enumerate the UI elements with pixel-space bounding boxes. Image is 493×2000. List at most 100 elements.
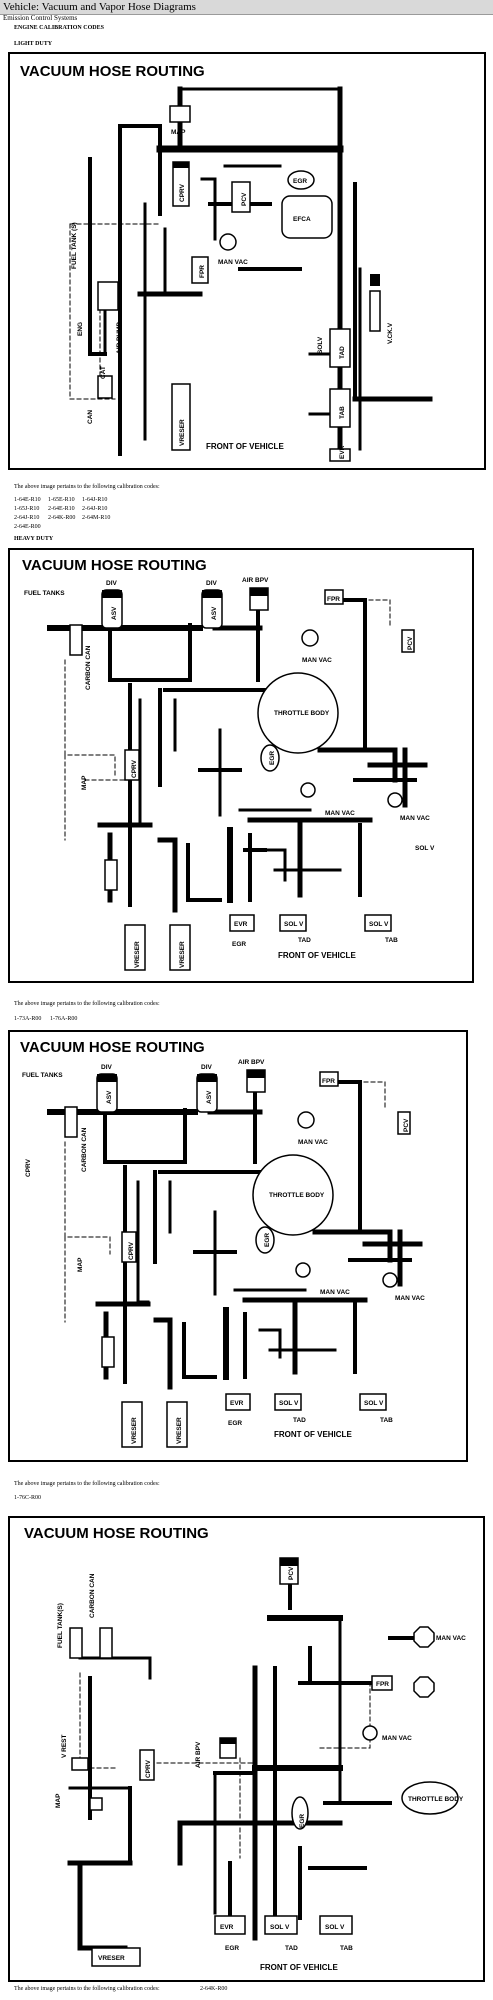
label-solv: SOL V: [325, 1924, 345, 1931]
section-engine-calibration-codes: ENGINE CALIBRATION CODES: [14, 25, 104, 31]
label-efca: EFCA: [293, 216, 311, 223]
label-tad: TAD: [339, 346, 346, 359]
label-cprv: CPRV: [131, 759, 138, 778]
calibration-code: 2-64K-R00: [48, 515, 76, 521]
label-cprv: CPRV: [145, 1759, 152, 1778]
label-man-vac: MAN VAC: [302, 657, 332, 664]
diagram-heavy-duty-c: VACUUM HOSE ROUTING: [8, 1516, 485, 1982]
vacuum-diagram-3: VACUUM HOSE ROUTING: [20, 1039, 425, 1448]
label-tab: TAB: [339, 406, 346, 419]
label-div: DIV: [206, 580, 218, 587]
label-front-of-vehicle: FRONT OF VEHICLE: [274, 1430, 352, 1439]
label-tad: TAD: [293, 1417, 306, 1424]
calibration-code: 1-76A-R00: [50, 1016, 78, 1022]
label-man-vac: MAN VAC: [320, 1289, 350, 1296]
label-tad: TAD: [285, 1945, 298, 1952]
diagram-title: VACUUM HOSE ROUTING: [22, 557, 207, 574]
label-vreser: VRESER: [176, 1417, 183, 1444]
label-evr: EVR: [220, 1924, 234, 1931]
label-fuel-tanks: FUEL TANK(S): [57, 1603, 64, 1648]
label-egr: EGR: [264, 1233, 271, 1247]
label-asv: ASV: [206, 1090, 213, 1104]
calibration-code: 2-64J-R10: [82, 506, 108, 512]
calibration-code: 1-65J-R10: [14, 506, 40, 512]
label-cat: CAT: [100, 366, 107, 379]
calibration-code: 1-64E-R10: [14, 497, 41, 503]
label-asv: ASV: [111, 606, 118, 620]
label-asv: ASV: [106, 1090, 113, 1104]
label-vckv: V.CK.V: [387, 322, 394, 344]
label-fuel-tanks: FUEL TANK (S): [71, 222, 78, 269]
label-map: MAP: [77, 1257, 84, 1272]
label-solv: SOLV: [317, 336, 324, 354]
label-man-vac: MAN VAC: [298, 1139, 328, 1146]
label-pcv: PCV: [403, 1118, 410, 1132]
label-solv: SOL V: [369, 921, 389, 928]
label-man-vac: MAN VAC: [218, 259, 248, 266]
label-man-vac: MAN VAC: [436, 1635, 466, 1642]
label-fuel-tanks: FUEL TANKS: [22, 1072, 63, 1079]
label-vreser: VRESER: [98, 1955, 125, 1962]
label-map: MAP: [55, 1793, 62, 1808]
label-tab: TAB: [385, 937, 398, 944]
calibration-code: 1-64J-R10: [82, 497, 108, 503]
page-title: Vehicle: Vacuum and Vapor Hose Diagrams: [3, 1, 196, 13]
label-carbon-can: CARBON CAN: [81, 1127, 88, 1172]
label-solv: SOL V: [284, 921, 304, 928]
label-throttle-body: THROTTLE BODY: [269, 1192, 325, 1199]
label-evr: EVR: [230, 1400, 244, 1407]
calibration-note-4: The above image pertains to the followin…: [14, 1986, 160, 1992]
label-can: CAN: [87, 410, 94, 424]
label-fpr: FPR: [199, 265, 206, 278]
label-pcv: PCV: [241, 192, 248, 206]
label-front-of-vehicle: FRONT OF VEHICLE: [278, 951, 356, 960]
calibration-code: 1-73A-R00: [14, 1016, 42, 1022]
label-div: DIV: [201, 1064, 213, 1071]
section-light-duty: LIGHT DUTY: [14, 41, 53, 47]
diagram-light-duty: VACUUM HOSE ROUTING: [8, 52, 486, 470]
label-map: MAP: [171, 129, 186, 136]
label-evr: EVR: [234, 921, 248, 928]
label-egr: EGR: [228, 1420, 242, 1427]
calibration-code: 1-65E-R10: [48, 497, 75, 503]
label-tab: TAB: [340, 1945, 353, 1952]
label-pcv: PCV: [288, 1566, 295, 1580]
calibration-code: 2-64E-R10: [48, 506, 75, 512]
label-man-vac: MAN VAC: [400, 815, 430, 822]
label-vreser: VRESER: [131, 1417, 138, 1444]
diagram-title: VACUUM HOSE ROUTING: [20, 63, 205, 80]
calibration-code: 1-76C-R00: [14, 1495, 41, 1501]
label-vreser: VRESER: [179, 419, 186, 446]
label-air-pump: AIR PUMP: [116, 322, 123, 354]
page-subtitle: Emission Control Systems: [3, 14, 78, 22]
label-front-of-vehicle: FRONT OF VEHICLE: [260, 1963, 338, 1972]
label-pcv: PCV: [407, 636, 414, 650]
calibration-code: 2-64M-R10: [82, 515, 111, 521]
label-tab: TAB: [380, 1417, 393, 1424]
label-cprv: CPRV: [128, 1241, 135, 1260]
label-egr: EGR: [225, 1945, 239, 1952]
label-map: MAP: [81, 775, 88, 790]
label-egr: EGR: [299, 1814, 306, 1828]
label-egr: EGR: [293, 178, 307, 185]
label-air-bpv: AIR BPV: [195, 1741, 202, 1768]
label-solv: SOL V: [279, 1400, 299, 1407]
vacuum-diagram-4: VACUUM HOSE ROUTING: [24, 1525, 466, 1972]
vacuum-diagram-1: VACUUM HOSE ROUTING: [20, 63, 433, 462]
label-div: DIV: [106, 580, 118, 587]
label-air-bpv: AIR BPV: [238, 1059, 265, 1066]
label-carbon-can: CARBON CAN: [89, 1573, 96, 1618]
label-egr: EGR: [232, 941, 246, 948]
label-egr: EGR: [269, 751, 276, 765]
calibration-note-1: The above image pertains to the followin…: [14, 484, 160, 490]
label-man-vac: MAN VAC: [382, 1735, 412, 1742]
label-eng: ENG: [77, 322, 84, 336]
label-solv: SOL V: [415, 845, 435, 852]
calibration-code: 2-64K-R00: [200, 1986, 228, 1992]
label-man-vac: MAN VAC: [395, 1295, 425, 1302]
label-fuel-tanks: FUEL TANKS: [24, 590, 65, 597]
label-vreser: VRESER: [179, 941, 186, 968]
label-throttle-body: THROTTLE BODY: [408, 1796, 464, 1803]
label-tad: TAD: [298, 937, 311, 944]
label-vrest: V REST: [61, 1734, 68, 1758]
